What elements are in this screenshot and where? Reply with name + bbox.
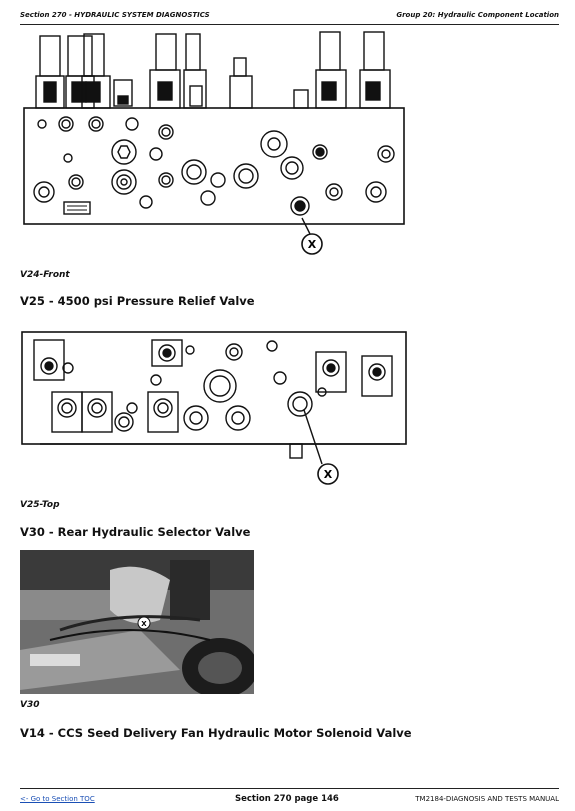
page-footer: <- Go to Section TOC Section 270 page 14…	[20, 788, 559, 809]
callout-x-label: X	[141, 620, 147, 628]
manual-title: TM2184-DIAGNOSIS AND TESTS MANUAL	[415, 795, 559, 803]
header-section-title: Section 270 - HYDRAULIC SYSTEM DIAGNOSTI…	[20, 11, 210, 19]
v24-front-diagram: X	[23, 31, 405, 255]
v30-photo: X	[20, 550, 254, 694]
go-to-section-toc-link[interactable]: <- Go to Section TOC	[20, 795, 95, 803]
page-number: Section 270 page 146	[235, 794, 339, 804]
section-heading-v30: V30 - Rear Hydraulic Selector Valve	[20, 525, 251, 539]
figure-caption-v25: V25-Top	[20, 500, 60, 510]
figure-caption-v24: V24-Front	[20, 270, 70, 280]
header-group-title: Group 20: Hydraulic Component Location	[396, 11, 559, 19]
callout-x-label: X	[308, 238, 317, 251]
page-header: Section 270 - HYDRAULIC SYSTEM DIAGNOSTI…	[20, 0, 559, 25]
callout-x-label: X	[324, 468, 333, 481]
v25-top-diagram: X	[21, 331, 407, 485]
section-heading-v14: V14 - CCS Seed Delivery Fan Hydraulic Mo…	[20, 726, 412, 740]
figure-caption-v30: V30	[20, 700, 40, 710]
section-heading-v25: V25 - 4500 psi Pressure Relief Valve	[20, 294, 255, 308]
solenoid-coil	[35, 33, 111, 109]
